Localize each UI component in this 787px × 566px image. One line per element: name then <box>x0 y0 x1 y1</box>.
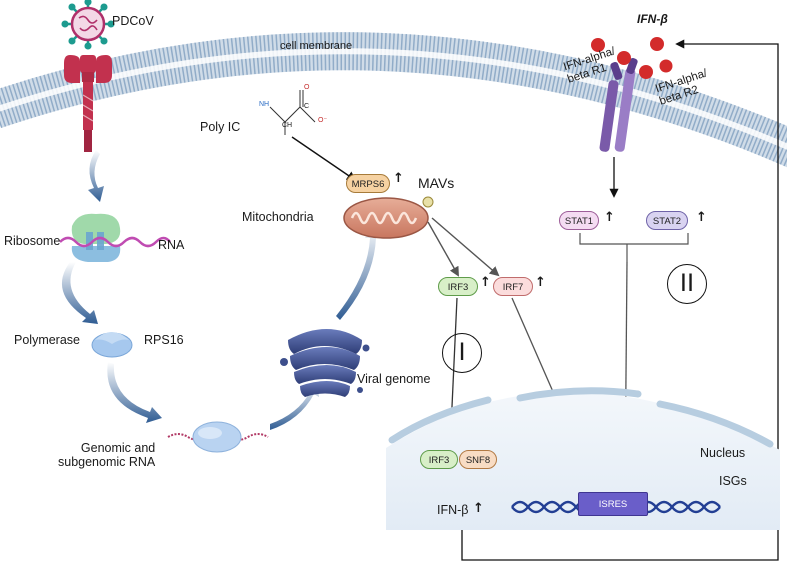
arrow-polyic-to-mrps6 <box>291 136 357 182</box>
genomic-rna-icon <box>167 421 269 453</box>
rna-label: RNA <box>158 238 185 252</box>
stat2-up-arrow: ↑ <box>696 210 707 225</box>
stat1-up-arrow: ↑ <box>604 210 615 225</box>
pathway-2-badge: II <box>667 264 707 304</box>
golgi-icon <box>280 329 370 397</box>
pathway-1-badge: I <box>442 333 482 373</box>
flow-arrow-1 <box>88 150 104 202</box>
cell-membrane-label: cell membrane <box>280 40 353 52</box>
snf8-node: SNF8 <box>459 450 497 469</box>
nucleus-label: Nucleus <box>700 446 746 460</box>
poly-ic-c: C <box>304 103 310 110</box>
irf7-node: IRF7 <box>493 277 533 296</box>
irf3-upper-node: IRF3 <box>438 277 478 296</box>
virus-icon <box>61 0 115 50</box>
poly-ic-ch: CH <box>282 122 293 129</box>
ifn-beta-up-arrow: ↑ <box>473 501 484 516</box>
host-receptor <box>64 55 112 152</box>
flow-arrow-5 <box>336 224 381 320</box>
mrps6-node: MRPS6 <box>346 174 390 193</box>
poly-ic-label: Poly IC <box>200 120 241 134</box>
nucleus <box>386 387 780 530</box>
arrow-mavs-to-irf7 <box>431 217 500 277</box>
rna-strand <box>59 236 171 248</box>
isres-box: ISRES <box>578 492 648 516</box>
polymerase-label: Polymerase <box>14 333 80 347</box>
poly-ic-nh: NH <box>259 101 270 108</box>
mitochondria-icon <box>343 196 434 239</box>
stat-bracket <box>579 233 689 262</box>
ifn-beta-bottom-label: IFN-β <box>437 503 469 517</box>
poly-ic-structure <box>269 90 316 135</box>
irf3-lower-node: IRF3 <box>420 450 458 469</box>
poly-ic-ominus: O⁻ <box>318 117 328 124</box>
arrow-feedback-ifnb <box>461 39 779 561</box>
viral-genome-label: Viral genome <box>357 372 431 386</box>
irf7-up-arrow: ↑ <box>535 275 546 290</box>
ifn-beta-top-label: IFN-β <box>637 12 668 26</box>
ribosome-icon <box>71 213 121 262</box>
mavs-label: MAVs <box>418 175 455 191</box>
isgs-label: ISGs <box>719 474 747 488</box>
polymerase-icon <box>91 332 133 358</box>
arrow-mavs-to-irf3 <box>427 221 459 277</box>
ifn-receptor-icon <box>599 57 638 152</box>
flow-arrow-3 <box>107 362 162 423</box>
mitochondria-label: Mitochondria <box>242 210 314 224</box>
genomic-rna-label: Genomic and subgenomic RNA <box>58 441 156 470</box>
poly-ic-o: O <box>304 84 310 91</box>
pdcov-label: PDCoV <box>112 14 154 28</box>
ribosome-label: Ribosome <box>4 234 61 248</box>
irf3-up-arrow: ↑ <box>480 275 491 290</box>
ifn-beta-molecules <box>591 37 673 79</box>
stat1-node: STAT1 <box>559 211 599 230</box>
stat2-node: STAT2 <box>646 211 688 230</box>
mrps6-up-arrow: ↑ <box>393 171 404 186</box>
rps16-label: RPS16 <box>144 333 184 347</box>
flow-arrow-2 <box>61 262 98 324</box>
